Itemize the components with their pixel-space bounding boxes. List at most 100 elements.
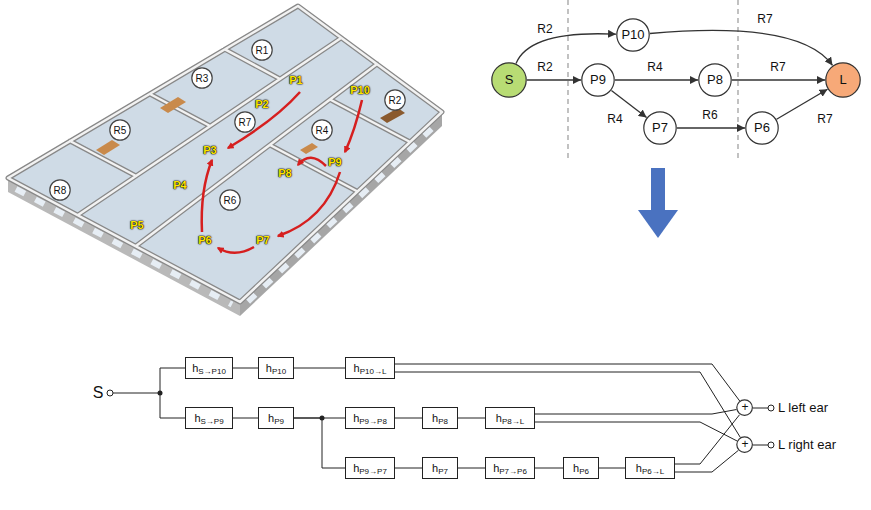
door-label: P8: [278, 167, 291, 179]
sound-path: [202, 160, 212, 232]
room-circle: R5: [109, 119, 131, 141]
sound-path: [218, 247, 254, 253]
node-label: hP6: [573, 462, 589, 474]
circle-outline: [617, 19, 649, 51]
node-label: hP9→P7: [353, 462, 387, 474]
node-label: hP10: [266, 362, 286, 374]
node-label: hP10→L: [354, 362, 387, 374]
down-arrow: [638, 210, 678, 238]
circle-outline: [737, 400, 753, 416]
circle-outline: [737, 437, 753, 453]
door-label: P2: [255, 98, 268, 110]
terminal: [107, 390, 113, 396]
edge-label: R2: [535, 23, 554, 36]
circle-outline: [582, 64, 614, 96]
sound-paths: [202, 92, 362, 253]
node-label: hP7: [432, 462, 448, 474]
circle-outline: [110, 120, 130, 140]
signal-line: [395, 418, 422, 419]
node-label: hP7→P6: [493, 462, 527, 474]
node-text: +: [741, 401, 748, 414]
path-node: P6: [745, 111, 779, 145]
door-label: P3: [203, 144, 216, 156]
circle-outline: [746, 112, 778, 144]
node-text: P10: [621, 28, 644, 42]
node-label: +: [741, 400, 748, 414]
path-arrow: [732, 79, 825, 80]
wall-tops: [8, 6, 442, 302]
filter-box: hP7: [422, 457, 458, 479]
node-label: R1: [256, 45, 269, 56]
junction-dot: [158, 391, 163, 396]
filter-box: hP9→P7: [345, 457, 395, 479]
node-text: R4: [316, 125, 329, 136]
room-circle: R7: [234, 111, 256, 133]
node-text: hP10→L: [354, 362, 387, 374]
node-text: R7: [239, 117, 252, 128]
table: [160, 97, 186, 113]
signal-line: [458, 468, 485, 469]
filter-box: hP8→L: [485, 407, 535, 429]
sound-path: [278, 172, 340, 236]
node-text: R2: [389, 95, 402, 106]
signal-line: [395, 468, 422, 469]
node-text: R3: [196, 73, 209, 84]
path-arrow: [677, 127, 745, 128]
edge-label: R4: [605, 113, 624, 126]
wire: [113, 393, 160, 394]
room-circle: R8: [49, 179, 71, 201]
node-text: hP9→P8: [353, 412, 387, 424]
node-label: hP8: [432, 412, 448, 424]
node-text: P8: [707, 73, 723, 87]
signal-line: [535, 468, 563, 469]
listener-node: L: [825, 62, 861, 98]
node-text: hP10: [266, 362, 286, 374]
signal-line: [233, 418, 258, 419]
node-label: R4: [316, 125, 329, 136]
filter-box: hP6: [563, 457, 599, 479]
wire: [160, 418, 185, 419]
terminal: [768, 405, 774, 411]
edge-label: R7: [815, 113, 834, 126]
node-label: P8: [707, 72, 723, 87]
wire: [753, 408, 768, 409]
source-node: S: [491, 62, 527, 98]
signal-line: [599, 468, 625, 469]
walls: [8, 6, 442, 302]
node-label: R6: [224, 195, 237, 206]
path-node: P10: [616, 18, 650, 52]
output-label: L left ear: [778, 401, 828, 415]
floor: [8, 6, 442, 302]
path-node: P8: [698, 63, 732, 97]
filter-box: hP10→L: [345, 357, 395, 379]
node-label: hP6→L: [636, 462, 664, 474]
sound-path: [345, 100, 362, 152]
edge-label: R2: [535, 61, 554, 74]
node-text: hP9: [268, 412, 284, 424]
input-wires: [113, 368, 768, 445]
input-label: S: [93, 384, 104, 402]
path-arrow: [615, 79, 698, 80]
circle-outline: [312, 120, 332, 140]
door-label: P9: [328, 156, 341, 168]
path-arrow: [516, 34, 616, 64]
filter-box: hP10: [258, 357, 294, 379]
circle-outline: [235, 112, 255, 132]
sound-path: [228, 92, 300, 148]
sum-junction: +: [736, 399, 753, 416]
path-node: P7: [643, 111, 677, 145]
circle-outline: [385, 90, 405, 110]
room-circle: R2: [384, 89, 406, 111]
filter-box: hS→P9: [185, 407, 233, 429]
wire: [160, 368, 185, 369]
node-label: hP9→P8: [353, 412, 387, 424]
node-label: +: [741, 437, 748, 451]
room-circle: R4: [311, 119, 333, 141]
node-text: R6: [224, 195, 237, 206]
filter-box: hP9: [258, 407, 294, 429]
output-label: L right ear: [778, 438, 836, 452]
node-text: hP8→L: [496, 412, 524, 424]
node-label: hS→P9: [194, 412, 223, 424]
node-text: P6: [754, 121, 770, 135]
node-text: hP6→L: [636, 462, 664, 474]
